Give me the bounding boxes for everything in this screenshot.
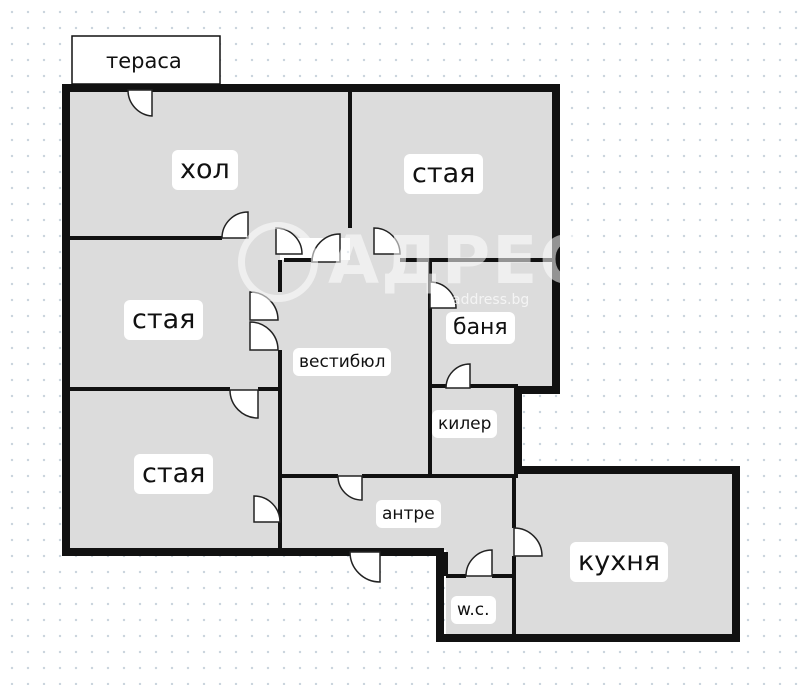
door-kitchen (513, 527, 543, 557)
door-room-top-right-2 (373, 227, 401, 255)
label-wc: w.c. (451, 596, 496, 624)
door-vestibule-bottom (337, 475, 363, 501)
door-vestibule-left (249, 321, 279, 351)
door-vestibule-top (311, 233, 341, 263)
label-storage: килер (432, 410, 498, 438)
door-swings (127, 89, 543, 583)
label-room-top-right: стая (404, 154, 484, 194)
door-wc (465, 549, 493, 577)
interior-walls (70, 90, 554, 636)
label-room-left-middle: стая (124, 300, 204, 340)
label-terrace: тераса (98, 46, 190, 76)
door-bathroom (429, 281, 457, 309)
door-storage (445, 363, 471, 389)
door-entrance-left (253, 495, 281, 523)
outer-wall (62, 84, 740, 642)
label-room-left-bottom: стая (134, 454, 214, 494)
door-room-left-bottom (229, 389, 259, 419)
label-vestibule: вестибюл (293, 348, 392, 376)
label-bathroom: баня (446, 312, 515, 344)
label-hall: хол (172, 150, 238, 190)
door-entrance-main (349, 551, 381, 583)
label-kitchen: кухня (570, 542, 669, 582)
door-terrace (127, 89, 153, 117)
label-entrance: антре (376, 500, 441, 528)
